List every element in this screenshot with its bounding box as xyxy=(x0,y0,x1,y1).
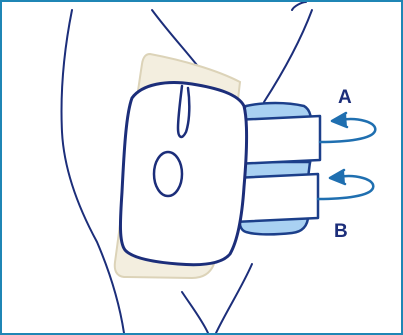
patella-opening xyxy=(154,152,182,196)
curved-arrow-icon xyxy=(320,113,375,142)
curved-arrow-icon xyxy=(318,170,373,199)
brace-shell xyxy=(120,83,246,265)
knee-brace-diagram: A B xyxy=(2,2,401,333)
strap-b xyxy=(234,174,318,222)
label-b: B xyxy=(334,221,348,242)
label-a: A xyxy=(338,87,352,108)
